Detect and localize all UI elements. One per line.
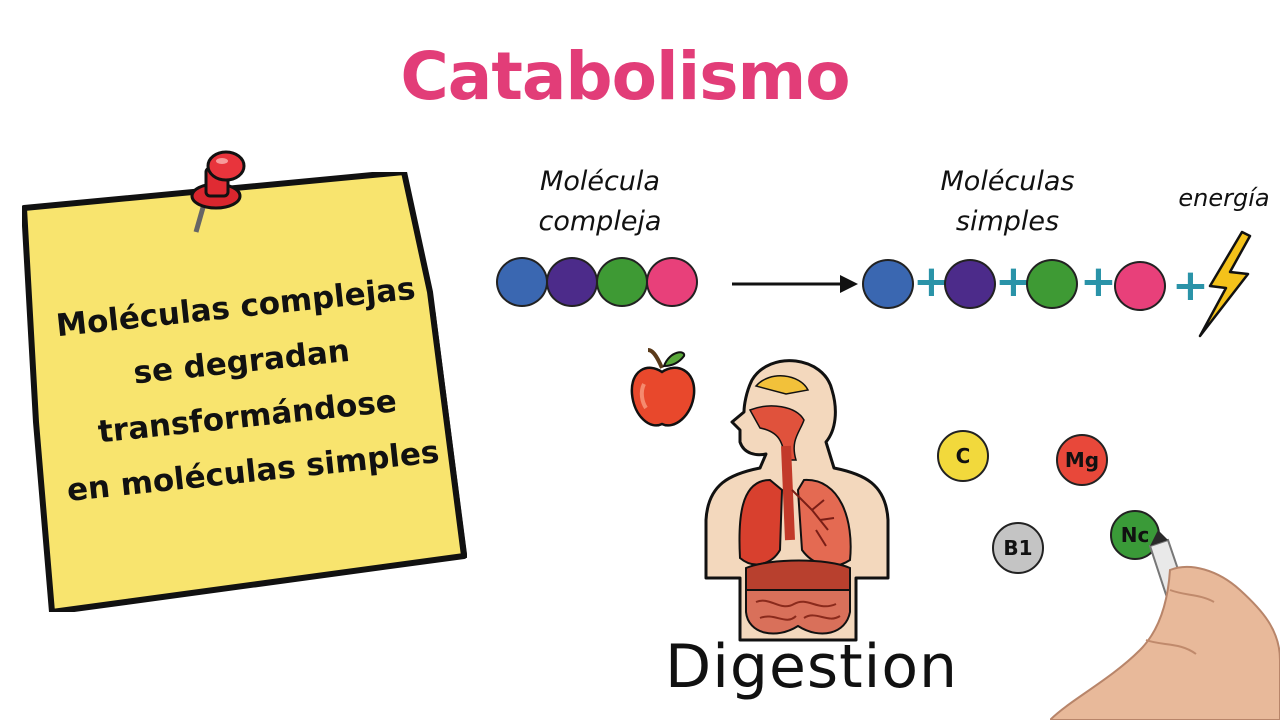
- digestion-label: Digestion: [665, 632, 959, 702]
- molecule-green: [596, 257, 648, 307]
- label-line: Moléculas: [940, 166, 1075, 197]
- plus-sign: +: [1080, 256, 1117, 307]
- molecule-blue: [496, 257, 548, 307]
- plus-sign: +: [913, 256, 950, 307]
- left-lung: [738, 478, 784, 566]
- sticky-note-paper: [22, 172, 467, 612]
- human-body-organs-illustration: [704, 359, 890, 642]
- label-line: Molécula: [540, 166, 660, 197]
- plus-sign: +: [1172, 260, 1209, 311]
- simple-molecule-green: [1026, 259, 1078, 309]
- lightning-bolt-icon: [1198, 230, 1252, 338]
- apple-icon: [630, 348, 696, 427]
- bronchi: [791, 489, 835, 547]
- right-lung: [796, 478, 852, 567]
- note-text: Moléculas complejas se degradan transfor…: [32, 259, 458, 520]
- molecule-purple: [546, 257, 598, 307]
- simple-molecule-pink: [1114, 261, 1166, 311]
- simple-molecule-blue: [862, 259, 914, 309]
- note-paper-shape: [22, 172, 467, 612]
- reaction-arrow-icon: [732, 275, 858, 293]
- sinus-region: [754, 375, 810, 395]
- simple-molecule-purple: [944, 259, 996, 309]
- intestines: [745, 589, 851, 635]
- intestine-folds: [755, 599, 841, 621]
- energy-label: energía: [1178, 184, 1270, 212]
- note-shadow-edge: [432, 311, 467, 559]
- drawing-hand-illustration: [1050, 530, 1280, 720]
- esophagus: [781, 445, 795, 541]
- plus-sign: +: [995, 256, 1032, 307]
- element-carbon: C: [937, 430, 989, 482]
- complex-molecule-label: Molécula compleja: [515, 162, 685, 242]
- element-magnesium: Mg: [1056, 434, 1108, 486]
- label-line: simples: [955, 206, 1060, 237]
- finger-lines: [1145, 589, 1215, 655]
- page-title: Catabolismo: [400, 38, 850, 115]
- element-b1: B1: [992, 522, 1044, 574]
- push-pin-icon: [190, 150, 246, 233]
- sticky-note: Moléculas complejas se degradan transfor…: [22, 150, 467, 612]
- simple-molecules-label: Moléculas simples: [920, 162, 1095, 242]
- molecule-pink: [646, 257, 698, 307]
- marker-tip: [1150, 530, 1168, 546]
- label-line: compleja: [538, 206, 662, 237]
